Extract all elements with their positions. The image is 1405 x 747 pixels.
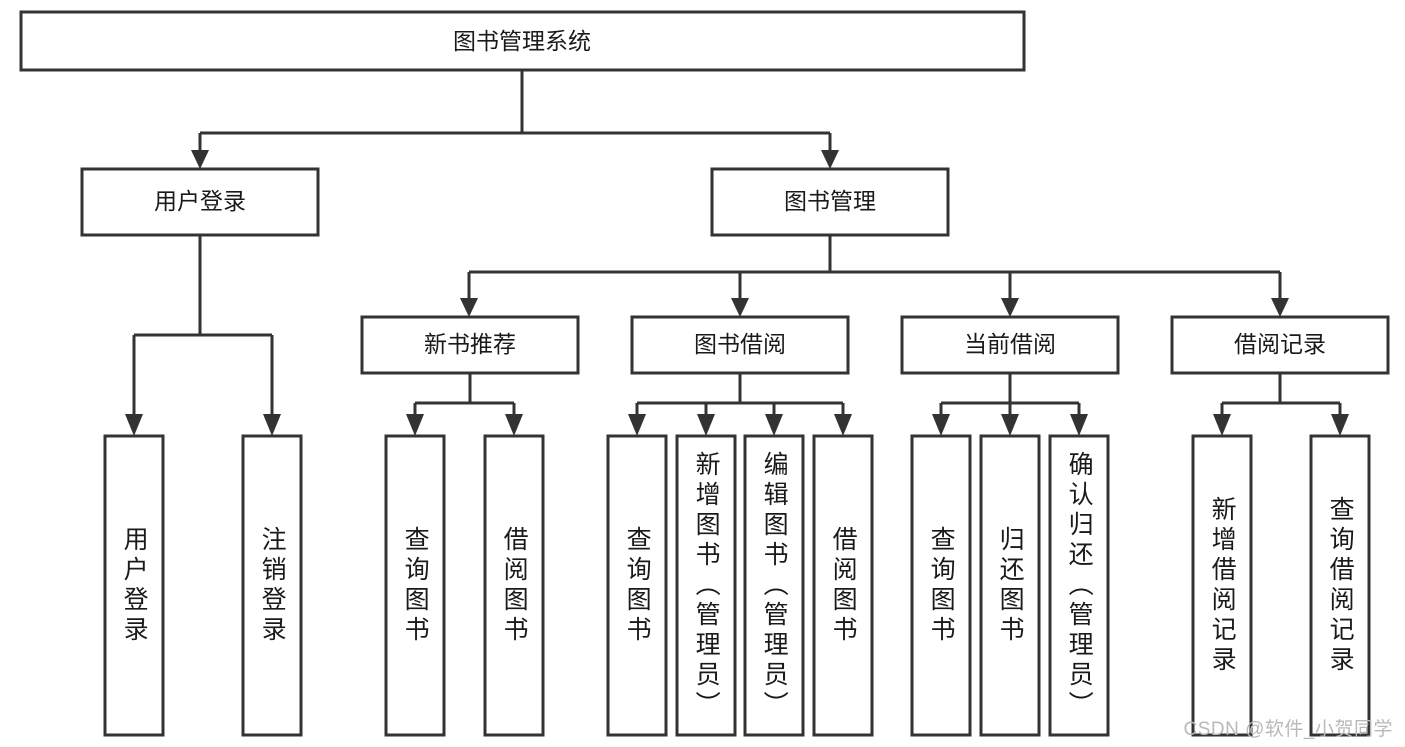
arrow-to-new-book [460,298,478,317]
leaf-box-borrow-record-2[interactable] [1309,434,1371,737]
leaf-box-current-borrow-3[interactable] [1048,434,1110,737]
leaf-box-current-borrow-1[interactable] [910,434,972,737]
arrow-book-borrow-c2 [697,414,715,436]
edges-book-manage-to-level2 [460,235,1289,317]
arrow-book-borrow-c1 [628,414,646,436]
leaf-box-new-book-2[interactable] [483,434,545,737]
arrow-to-user-login [191,150,209,169]
new-book-recommend-label: 新书推荐 [424,331,516,357]
borrow-record-label: 借阅记录 [1234,331,1326,357]
current-borrow-label: 当前借阅 [964,331,1056,357]
arrow-current-borrow-c3 [1070,414,1088,436]
leaf-box-book-borrow-3[interactable] [743,434,805,737]
leaf-box-book-borrow-2[interactable] [675,434,737,737]
arrow-borrow-record-c1 [1213,414,1231,436]
new-book-recommend-box [360,315,580,375]
node-user-login[interactable]: 用户登录 [80,167,320,237]
edges-borrow-record-to-leaves [1213,373,1349,436]
arrow-new-book-c1 [406,414,424,436]
arrow-to-borrow-record [1271,298,1289,317]
arrow-to-book-manage [821,150,839,169]
leaf-box-borrow-record-1[interactable] [1191,434,1253,737]
arrow-user-login-right [263,414,281,436]
root-label: 图书管理系统 [453,28,591,54]
arrow-current-borrow-c1 [932,414,950,436]
book-manage-box [710,167,950,237]
arrow-borrow-record-c2 [1331,414,1349,436]
current-borrow-box [900,315,1120,375]
node-current-borrow[interactable]: 当前借阅 [900,315,1120,375]
node-book-manage[interactable]: 图书管理 [710,167,950,237]
leaf-box-user-login-2[interactable] [241,434,303,737]
node-new-book-recommend[interactable]: 新书推荐 [360,315,580,375]
arrow-book-borrow-c4 [834,414,852,436]
arrow-to-book-borrow [731,298,749,317]
arrow-user-login-left [125,414,143,436]
leaf-box-user-login-1[interactable] [103,434,165,737]
borrow-record-box [1170,315,1390,375]
edges-current-borrow-to-leaves [932,373,1088,436]
book-borrow-box [630,315,850,375]
edges-new-book-to-leaves [406,373,523,436]
arrow-book-borrow-c3 [765,414,783,436]
book-manage-label: 图书管理 [784,188,876,214]
arrow-to-current-borrow [1001,298,1019,317]
arrow-current-borrow-c2 [1001,414,1019,436]
node-borrow-record[interactable]: 借阅记录 [1170,315,1390,375]
leaf-box-book-borrow-1[interactable] [606,434,668,737]
edges-book-borrow-to-leaves [628,373,852,436]
leaf-box-new-book-1[interactable] [384,434,446,737]
node-root[interactable]: 图书管理系统 [19,10,1026,72]
arrow-new-book-c2 [505,414,523,436]
leaf-box-book-borrow-4[interactable] [812,434,874,737]
edges-user-login-to-leaves [125,235,281,436]
edges-root-to-level1 [191,70,839,169]
watermark-text: CSDN @软件_小贺同学 [1183,719,1393,740]
node-book-borrow[interactable]: 图书借阅 [630,315,850,375]
book-borrow-label: 图书借阅 [694,331,786,357]
leaf-box-current-borrow-2[interactable] [979,434,1041,737]
root-box [19,10,1026,72]
user-login-label: 用户登录 [154,188,246,214]
